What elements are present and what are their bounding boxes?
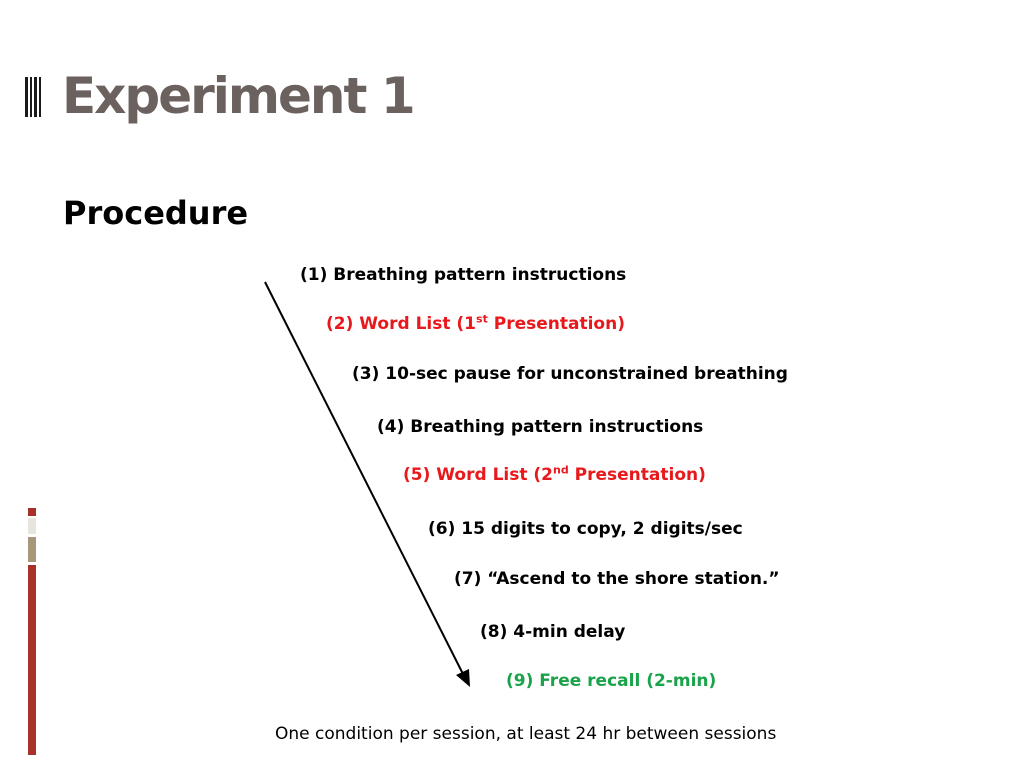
step-6-digits-copy: (6) 15 digits to copy, 2 digits/sec bbox=[428, 519, 743, 539]
step-9-free-recall: (9) Free recall (2-min) bbox=[506, 671, 717, 691]
procedure-heading: Procedure bbox=[63, 194, 249, 232]
step-2-word-list-first: (2) Word List (1st Presentation) bbox=[326, 312, 625, 334]
title-bars-icon bbox=[25, 77, 41, 117]
session-footnote: One condition per session, at least 24 h… bbox=[275, 724, 777, 744]
step-7-ascend: (7) “Ascend to the shore station.” bbox=[454, 569, 780, 589]
step-1-breathing-instructions: (1) Breathing pattern instructions bbox=[300, 265, 627, 285]
side-accent-tan bbox=[28, 537, 36, 562]
step-8-delay: (8) 4-min delay bbox=[480, 622, 626, 642]
side-accent-light bbox=[28, 518, 36, 534]
step-5-word-list-second: (5) Word List (2nd Presentation) bbox=[403, 463, 706, 485]
side-accent-red-bar bbox=[28, 565, 36, 755]
slide-title: Experiment 1 bbox=[62, 67, 416, 125]
step-3-pause: (3) 10-sec pause for unconstrained breat… bbox=[352, 364, 788, 384]
step-4-breathing-instructions: (4) Breathing pattern instructions bbox=[377, 417, 704, 437]
side-accent-red-top bbox=[28, 508, 36, 516]
